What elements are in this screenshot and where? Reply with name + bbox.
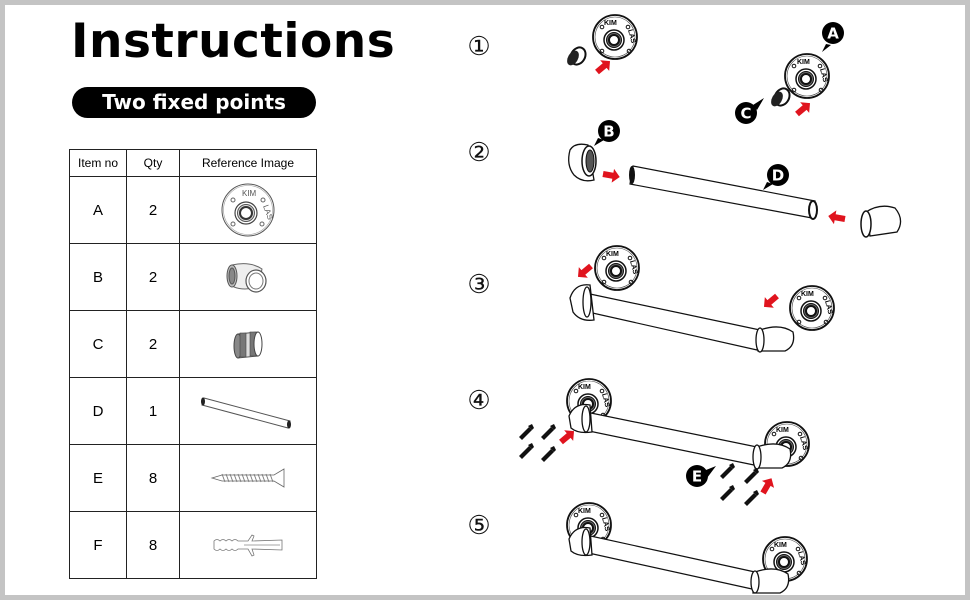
header-qty: Qty (126, 149, 180, 177)
qty-cell: 8 (126, 511, 180, 579)
item-no-cell: C (69, 310, 127, 378)
wall-anchor-icon (213, 534, 283, 557)
screw-icon (519, 424, 534, 440)
nipple-icon (771, 87, 791, 107)
red-arrow-icon (759, 290, 782, 313)
flange-mark-top: KIM (242, 189, 257, 198)
red-arrow-icon (792, 97, 815, 120)
callout-label: A (827, 25, 839, 43)
step-3-number: ③ (467, 269, 491, 299)
pipe-icon (201, 397, 291, 429)
flange-mark: LAS (818, 68, 828, 84)
qty-cell: 2 (126, 243, 180, 311)
step-4-diagram: KIM LAS KIM LAS E (519, 378, 810, 506)
pipe-icon (629, 165, 818, 220)
flange-mark: KIM (578, 384, 591, 391)
step-3-diagram: KIM LAS KIM LAS (569, 245, 835, 353)
step-5-number: ⑤ (467, 510, 491, 540)
subtitle-badge: Two fixed points (72, 87, 316, 118)
threaded-nipple-icon (233, 331, 263, 359)
flange-mark: LAS (798, 436, 808, 452)
elbow-icon (568, 143, 597, 182)
callout-badge-a: A (822, 22, 844, 52)
pipe-assembly-icon (569, 284, 795, 353)
elbow-fitting-icon (226, 263, 267, 293)
elbow-icon (860, 205, 902, 238)
table-row: A 2 KIM LAS (69, 176, 317, 244)
item-no-cell: F (69, 511, 127, 579)
floor-flange-icon: KIM LAS (221, 183, 275, 237)
flange-mark: KIM (776, 427, 789, 434)
callout-badge-e: E (686, 465, 716, 487)
reference-image-cell (179, 377, 317, 445)
callout-label: E (692, 468, 702, 486)
step-4-number: ④ (467, 385, 491, 415)
table-header-row: Item no Qty Reference Image (69, 149, 317, 177)
screw-icon (744, 468, 759, 484)
callout-badge-b: B (594, 120, 620, 146)
screw-icon (744, 490, 759, 506)
table-row: F 8 (69, 511, 317, 579)
table-row: C 2 (69, 310, 317, 378)
red-arrow-icon (573, 260, 596, 283)
callout-badge-d: D (763, 164, 789, 190)
red-arrow-icon (827, 209, 847, 226)
flange-mark: KIM (606, 251, 619, 258)
step-1-diagram: KIM LAS KIM LAS A C (567, 14, 844, 124)
nipple-icon (567, 46, 587, 66)
flange-mark: LAS (600, 517, 610, 533)
flange-mark: KIM (801, 291, 814, 298)
step-2-diagram: B D (568, 120, 902, 238)
screw-icon (720, 485, 735, 501)
flange-mark: LAS (600, 393, 610, 409)
flange-mark: KIM (774, 542, 787, 549)
flange-mark: LAS (796, 551, 806, 567)
step-2-number: ② (467, 137, 491, 167)
table-row: E 8 (69, 444, 317, 512)
page-title: Instructions (71, 14, 396, 69)
flange-mark: LAS (626, 29, 636, 45)
callout-label: D (772, 167, 784, 185)
callout-label: B (603, 123, 614, 141)
flange-mark: LAS (823, 300, 833, 316)
callout-badge-c: C (735, 98, 764, 124)
reference-image-cell: KIM LAS (179, 176, 317, 244)
callout-label: C (740, 105, 751, 123)
wood-screw-icon (210, 468, 285, 488)
flange-mark: KIM (797, 59, 810, 66)
pipe-assembly-icon (568, 526, 790, 594)
flange-mark: KIM (604, 20, 617, 27)
screw-icon (519, 443, 534, 459)
flange-mark: LAS (628, 260, 638, 276)
reference-image-cell (179, 444, 317, 512)
screw-icon (541, 424, 556, 440)
step-1-number: ① (467, 31, 491, 61)
parts-table: Item no Qty Reference Image A 2 KIM (69, 149, 317, 579)
red-arrow-icon (601, 167, 621, 184)
red-arrow-icon (756, 474, 778, 497)
header-reference-image: Reference Image (179, 149, 317, 177)
reference-image-cell (179, 511, 317, 579)
pipe-assembly-icon (568, 403, 792, 470)
qty-cell: 2 (126, 176, 180, 244)
screw-icon (541, 446, 556, 462)
step-5-diagram: KIM LAS KIM LAS (566, 502, 808, 594)
flange-mark: KIM (578, 508, 591, 515)
screw-icon (720, 463, 735, 479)
